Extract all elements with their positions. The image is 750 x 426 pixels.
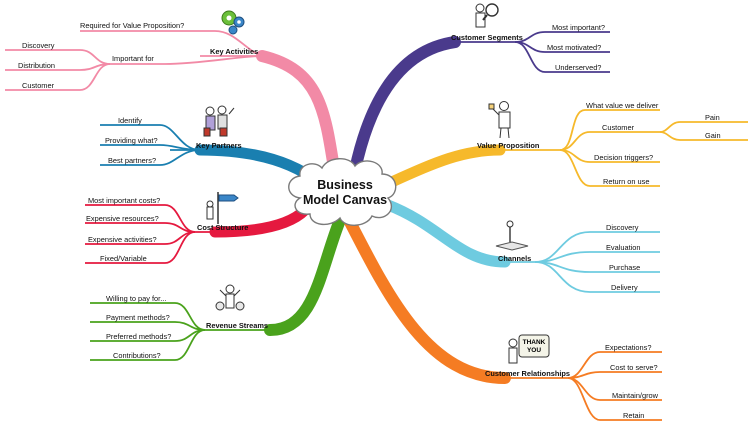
channels-item: Discovery — [606, 223, 639, 232]
customer-relationships-item: Cost to serve? — [610, 363, 658, 372]
customer-relationships-title: Customer Relationships — [485, 369, 571, 378]
key-activities-item: Required for Value Proposition? — [80, 21, 185, 30]
revenue-streams-item: Preferred methods? — [106, 332, 172, 341]
key-partners-item: Best partners? — [108, 156, 157, 165]
cost-structure-item: Fixed/Variable — [100, 254, 147, 263]
customer-relationships-item: Expectations? — [605, 343, 652, 352]
cost-structure-item: Expensive resources? — [86, 214, 159, 223]
customer-segments-item: Underserved? — [555, 63, 602, 72]
partners-group-icon — [203, 105, 235, 137]
leaf-branches — [5, 30, 748, 421]
thumbs-up-person-icon — [488, 101, 511, 139]
key-activities-sub-item: Distribution — [18, 61, 55, 70]
value-proposition-sub-item: Gain — [705, 131, 721, 140]
center-title-line-2: Model Canvas — [302, 193, 388, 207]
value-proposition-item: Return on use — [603, 177, 650, 186]
crossroads-icon — [495, 220, 529, 251]
customer-relationships-item: Maintain/grow — [612, 391, 659, 400]
center-cloud — [288, 158, 397, 226]
branch-key-activities — [256, 50, 341, 181]
key-activities-title: Key Activities — [210, 47, 259, 56]
channels-item: Purchase — [609, 263, 641, 272]
center-title-line-1: Business — [317, 178, 373, 192]
value-proposition-title: Value Proposition — [477, 141, 540, 150]
key-activities-item: Important for — [112, 54, 154, 63]
revenue-streams-item: Payment methods? — [106, 313, 170, 322]
revenue-streams-item: Willing to pay for... — [106, 294, 167, 303]
branch-channels — [382, 199, 511, 268]
value-proposition-item: Decision triggers? — [594, 153, 654, 162]
thank-you-sign-icon: THANK YOU — [508, 334, 550, 364]
branch-customer-relationships — [344, 216, 511, 384]
key-partners-title: Key Partners — [196, 141, 242, 150]
customer-segments-item: Most motivated? — [547, 43, 602, 52]
value-proposition-sub-item: Pain — [705, 113, 720, 122]
key-partners-item: Providing what? — [105, 136, 158, 145]
branch-cost-structure — [209, 204, 311, 238]
revenue-streams-item: Contributions? — [113, 351, 161, 360]
key-partners-item: Identify — [118, 116, 142, 125]
branch-value-proposition — [379, 144, 506, 191]
cost-structure-item: Expensive activities? — [88, 235, 157, 244]
branch-revenue-streams — [264, 214, 346, 336]
customer-segments-item: Most important? — [552, 23, 605, 32]
channels-title: Channels — [498, 254, 532, 263]
cost-structure-title: Cost Structure — [197, 223, 249, 232]
thank-you-sign-text-1: THANK — [523, 339, 546, 346]
channels-item: Delivery — [611, 283, 638, 292]
cost-structure-item: Most important costs? — [88, 196, 161, 205]
branch-customer-segments — [349, 36, 461, 176]
key-activities-sub-item: Customer — [22, 81, 55, 90]
money-bags-icon — [215, 284, 245, 311]
customer-relationships-item: Retain — [623, 411, 645, 420]
value-proposition-item: Customer — [602, 123, 635, 132]
revenue-streams-title: Revenue Streams — [206, 321, 269, 330]
signpost-icon — [206, 192, 239, 224]
key-activities-sub-item: Discovery — [22, 41, 55, 50]
channels-item: Evaluation — [606, 243, 641, 252]
value-proposition-item: What value we deliver — [586, 101, 659, 110]
thank-you-sign-text-2: YOU — [527, 347, 541, 354]
center-title: Business Model Canvas — [296, 178, 394, 208]
gears-icon — [221, 10, 245, 35]
magnifier-person-icon — [475, 3, 499, 28]
customer-segments-title: Customer Segments — [451, 33, 523, 42]
